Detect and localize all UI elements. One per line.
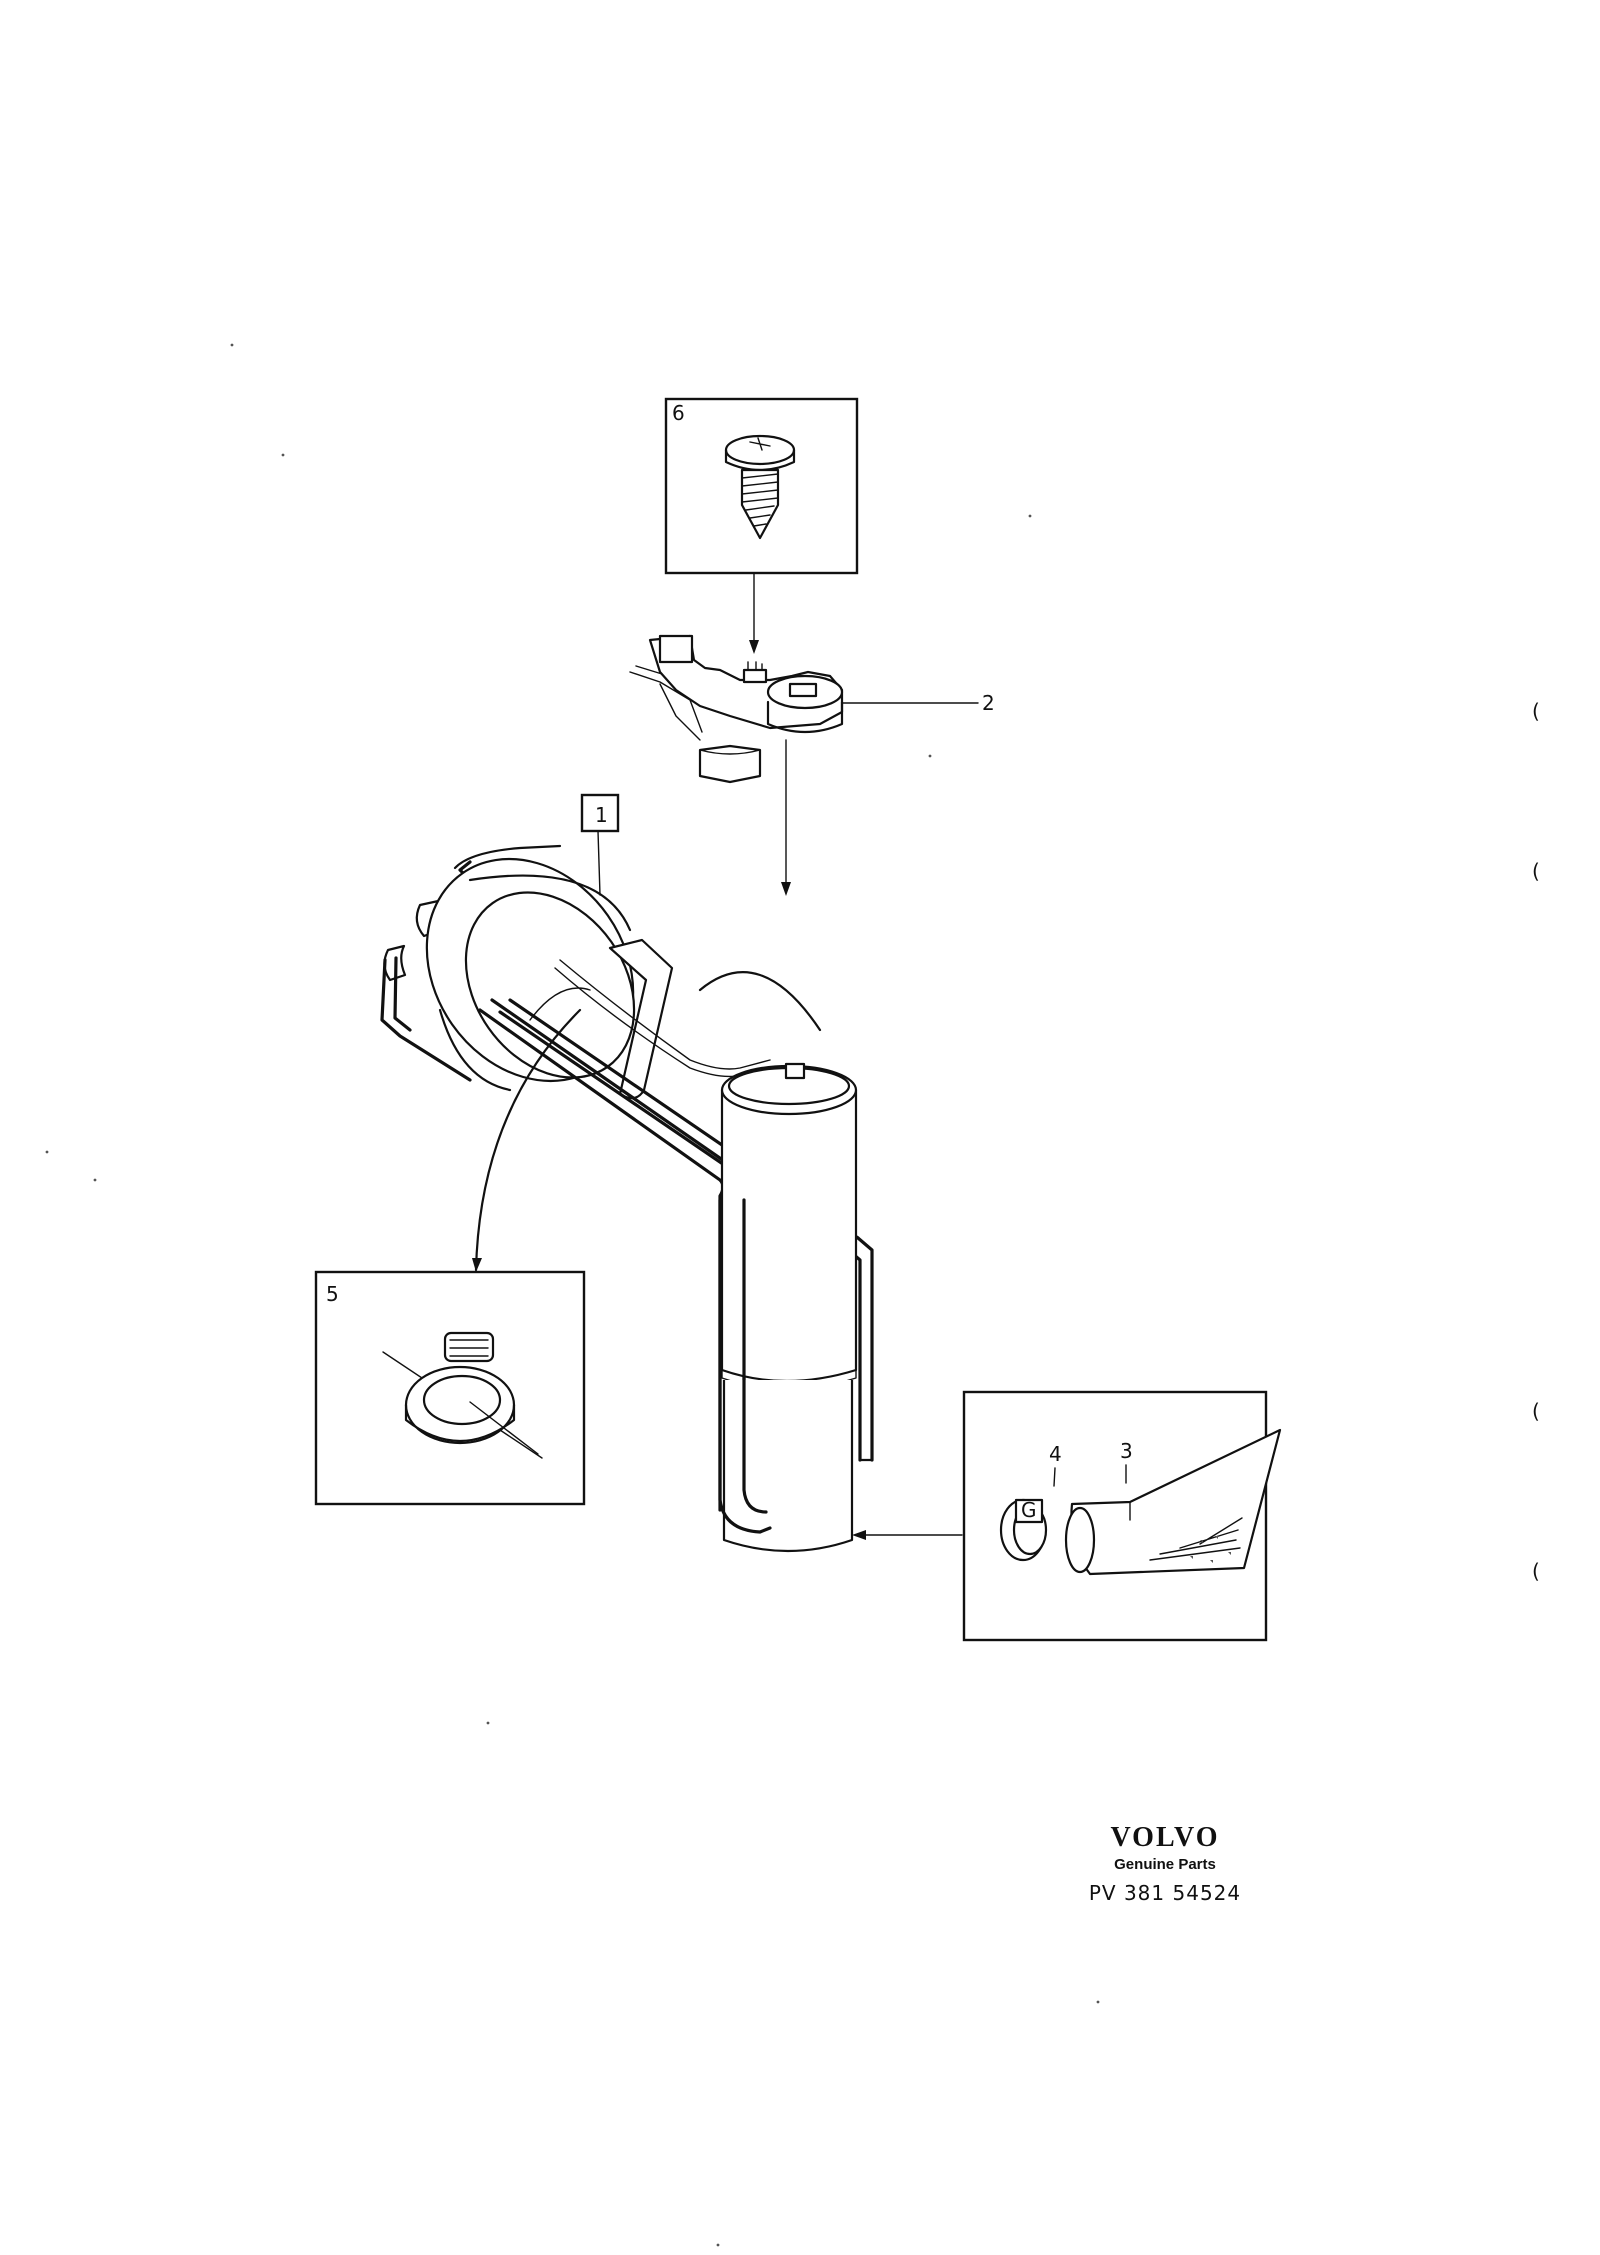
callout-2: 2 — [982, 691, 995, 715]
screw-icon — [724, 434, 796, 540]
level-sender-unit — [629, 634, 844, 784]
margin-mark: ( — [1532, 1399, 1540, 1423]
callout-4: 4 — [1049, 1442, 1062, 1466]
drawing-code: PV 381 54524 — [1088, 1881, 1242, 1905]
volvo-logo: VOLVO — [1110, 1822, 1220, 1853]
strainer-icon — [1064, 1428, 1282, 1576]
margin-mark: ( — [1532, 1559, 1540, 1583]
arrow-sender-to-tank — [781, 739, 791, 896]
callout-3: 3 — [1120, 1439, 1133, 1463]
callout-1-box — [580, 793, 620, 833]
callout-1: 1 — [595, 803, 608, 827]
brand-tagline: Genuine Parts — [1114, 1856, 1216, 1873]
margin-mark: ( — [1532, 699, 1540, 723]
arrow-strainer-to-pump — [852, 1530, 963, 1540]
fuel-pump-assembly — [380, 844, 874, 1553]
detail-box-3-4: 4 3 G — [962, 1390, 1282, 1642]
detail-box-6: 6 — [664, 397, 859, 575]
hose-clamp-icon — [382, 1331, 543, 1459]
callout-5: 5 — [326, 1282, 339, 1306]
leader-5 — [474, 1008, 582, 1272]
scan-specks — [45, 343, 1100, 2247]
margin-mark: ( — [1532, 859, 1540, 883]
callout-6: 6 — [672, 401, 685, 425]
detail-box-5: 5 — [314, 1270, 586, 1506]
svg-text:G: G — [1021, 1498, 1037, 1522]
arrow-screw-to-sender — [749, 572, 759, 654]
clip-icon: G — [999, 1498, 1048, 1562]
brand-block: VOLVO Genuine Parts PV 381 54524 — [1060, 1822, 1270, 1905]
